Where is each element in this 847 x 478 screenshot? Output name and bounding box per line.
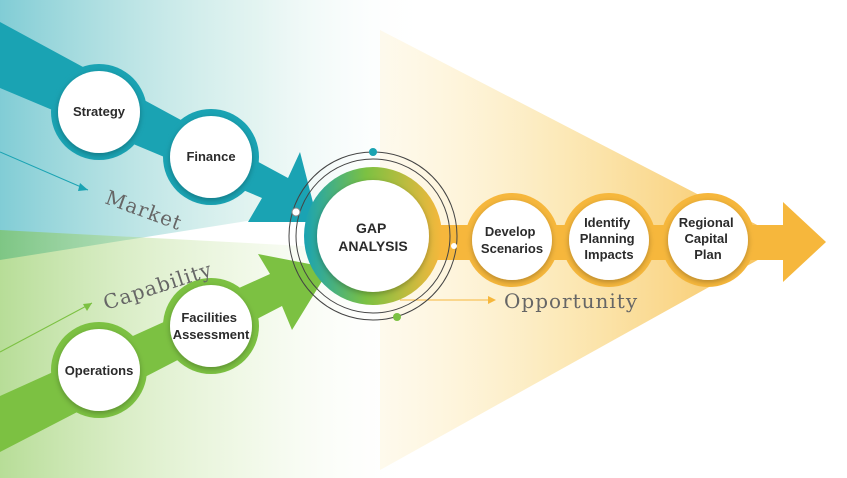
gold-flow-arrowhead [783, 202, 826, 282]
node-regional-label: Regional Capital Plan [679, 215, 738, 262]
node-facilities-assessment: Facilities Assessment [163, 278, 259, 374]
hub-dot-bottom [393, 313, 401, 321]
node-operations-label: Operations [65, 363, 134, 378]
capability-pointer-line [0, 302, 93, 353]
market-pointer-arrowhead [78, 183, 88, 191]
node-identify-planning-impacts: Identify Planning Impacts [562, 193, 656, 287]
hub-dot-right [451, 243, 457, 249]
node-strategy: Strategy [51, 64, 147, 160]
node-finance-label: Finance [186, 149, 235, 164]
node-strategy-label: Strategy [73, 104, 126, 119]
node-facilities-label: Facilities Assessment [173, 310, 250, 342]
opportunity-label: Opportunity [504, 289, 638, 313]
gap-analysis-label: GAP ANALYSIS [338, 220, 408, 254]
node-develop-scenarios: Develop Scenarios [465, 193, 559, 287]
capability-pointer-arrowhead [83, 303, 92, 311]
node-operations: Operations [51, 322, 147, 418]
hub-core [317, 180, 429, 292]
node-develop-label: Develop Scenarios [481, 224, 543, 256]
hub-dot-left [291, 207, 301, 217]
hub-dot-top [369, 148, 377, 156]
market-pointer-line [0, 151, 89, 191]
node-finance: Finance [163, 109, 259, 205]
gap-analysis-hub: GAP ANALYSIS [288, 148, 458, 321]
node-regional-capital-plan: Regional Capital Plan [661, 193, 755, 287]
opportunity-pointer-arrowhead [488, 296, 496, 304]
node-identify-label: Identify Planning Impacts [580, 215, 639, 262]
hub-inner-ring [295, 158, 451, 314]
